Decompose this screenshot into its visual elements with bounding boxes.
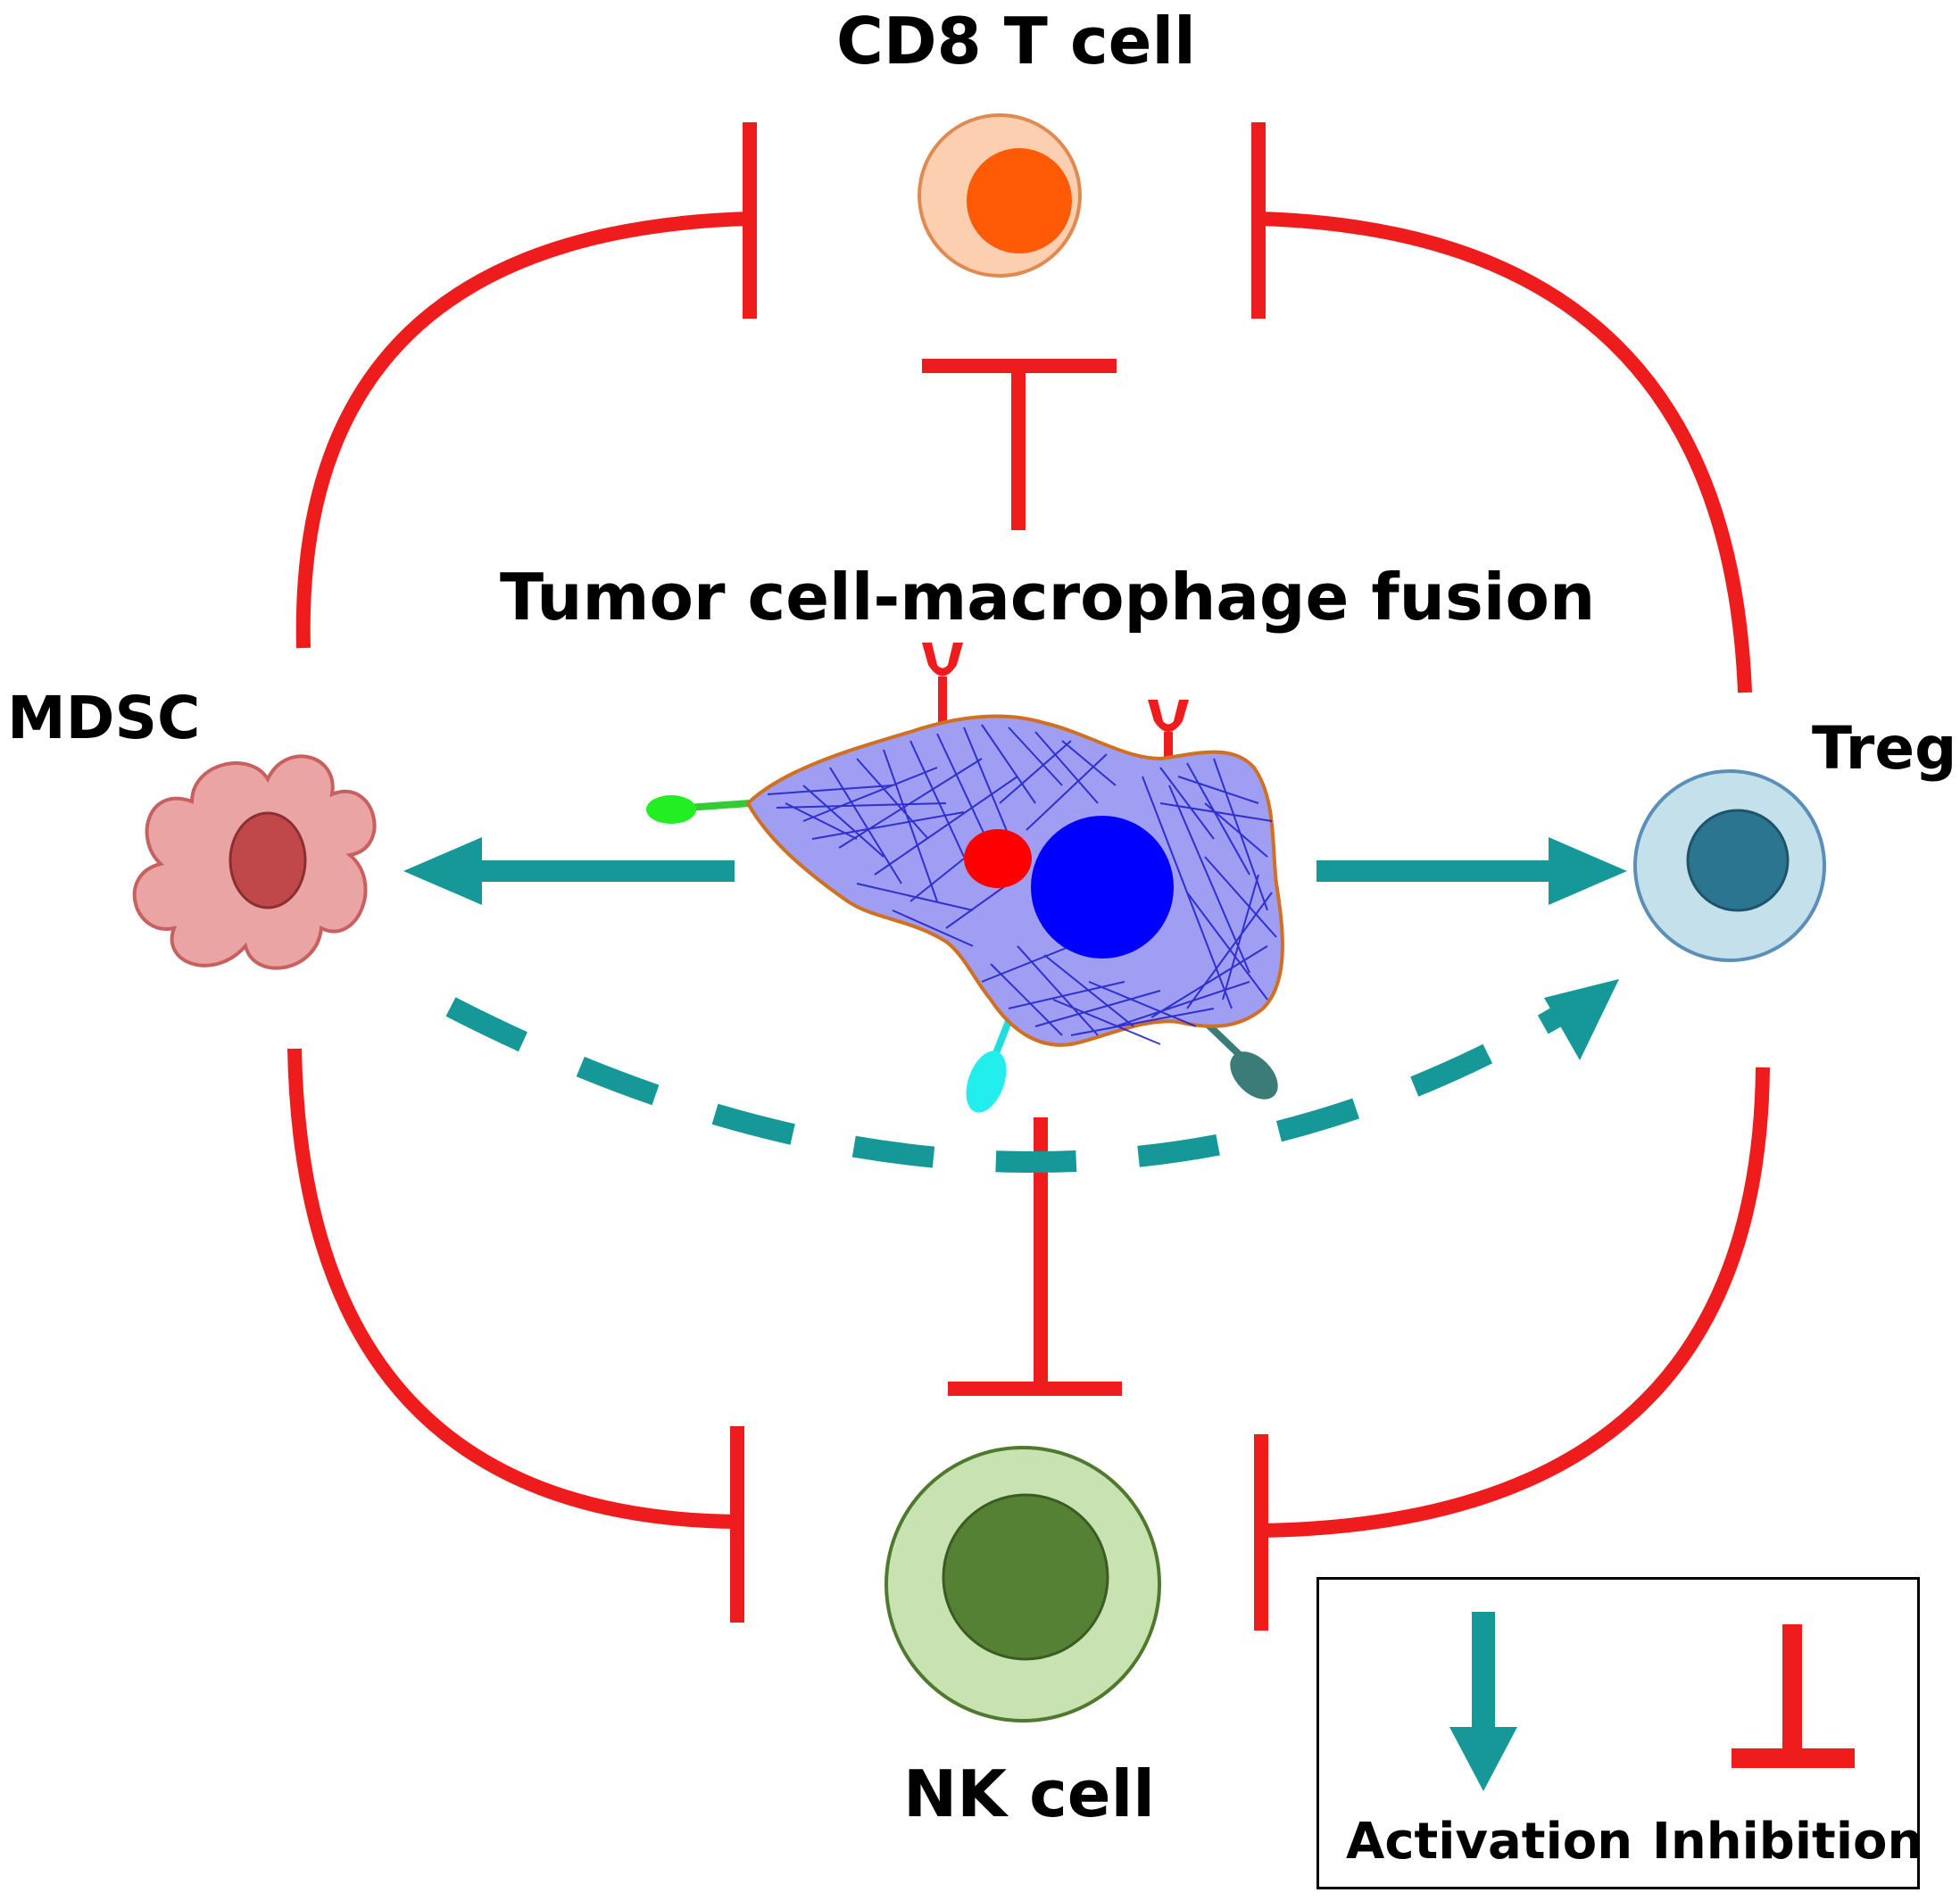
- legend-activation-label: Activation: [1346, 1813, 1633, 1871]
- receptor-red-left: [922, 643, 963, 730]
- activation-edges: [403, 837, 1627, 1173]
- fusion-small-nucleus: [964, 829, 1032, 888]
- activate-mdsc-to-treg-head: [1544, 979, 1619, 1060]
- fusion-cell: [646, 643, 1284, 1113]
- nk-cell-nucleus: [942, 1493, 1109, 1661]
- mdsc-label: MDSC: [7, 684, 201, 752]
- cd8-t-cell: [918, 113, 1082, 278]
- inhibit-treg-to-nk: [1260, 1067, 1770, 1538]
- fusion-label: Tumor cell-macrophage fusion: [500, 560, 1596, 635]
- mdsc-cell: [132, 754, 377, 970]
- legend-inhibition-bar-icon: [1732, 1624, 1855, 1768]
- activate-fusion-to-mdsc-head: [403, 837, 482, 905]
- activate-fusion-to-treg-head: [1549, 837, 1627, 905]
- cd8-cell-nucleus: [967, 148, 1072, 253]
- mdsc-cell-nucleus: [228, 811, 307, 909]
- nk-cell: [884, 1446, 1161, 1723]
- legend-inhibition-label: Inhibition: [1652, 1813, 1923, 1871]
- legend-symbols: [1449, 1612, 1855, 1791]
- legend: Activation Inhibition: [1316, 1577, 1923, 1889]
- treg-cell: [1633, 769, 1826, 962]
- nk-cell-label: NK cell: [903, 1756, 1155, 1831]
- inhibit-mdsc-to-nk: [287, 1048, 738, 1529]
- inhibit-treg-to-cd8: [1258, 212, 1752, 693]
- activate-mdsc-to-treg-dashed: [445, 997, 1577, 1173]
- treg-label: Treg: [1812, 714, 1957, 783]
- inhibit-mdsc-to-cd8: [295, 212, 751, 649]
- legend-activation-arrow-icon: [1449, 1612, 1517, 1791]
- ligand-darkteal: [1198, 1015, 1278, 1100]
- fusion-large-nucleus: [1031, 816, 1174, 959]
- ligand-green: [646, 795, 751, 824]
- cd8-t-cell-label: CD8 T cell: [836, 4, 1196, 79]
- treg-cell-nucleus: [1686, 809, 1790, 912]
- fusion-cell-fibers: [767, 724, 1277, 1045]
